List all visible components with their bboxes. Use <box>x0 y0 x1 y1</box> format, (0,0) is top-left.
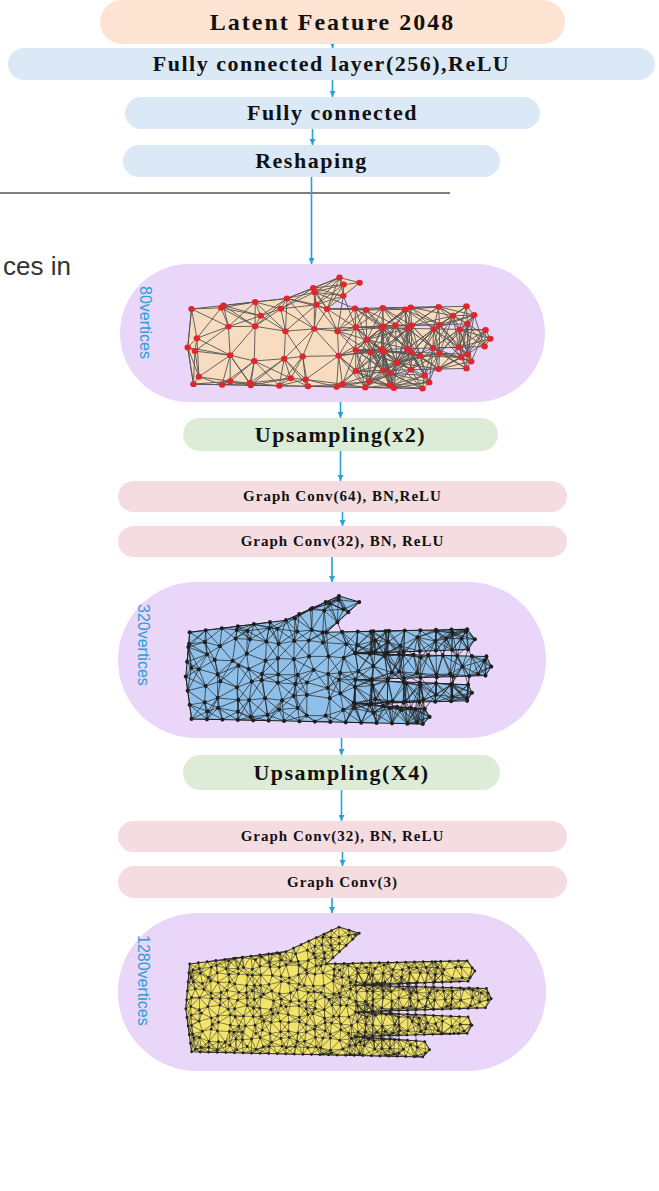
mesh-stage: 1280vertices <box>118 913 546 1071</box>
flow-arrow <box>340 451 342 481</box>
layer-label: Graph Conv(3) <box>287 874 398 891</box>
graph-conv-pill: Graph Conv(32), BN, ReLU <box>118 526 567 557</box>
layer-label: Graph Conv(32), BN, ReLU <box>241 828 445 845</box>
flow-arrow <box>342 852 344 866</box>
layer-label: Fully connected <box>247 100 418 126</box>
flow-arrow <box>341 738 343 755</box>
layer-label: Graph Conv(32), BN, ReLU <box>241 533 445 550</box>
hand-mesh-80 <box>182 274 497 392</box>
mesh-vertices <box>184 926 492 1059</box>
fc-layer-pill: Fully connected <box>125 97 540 129</box>
graph-conv-pill: Graph Conv(32), BN, ReLU <box>118 821 567 852</box>
fc-layer-pill: Fully connected layer(256),ReLU <box>8 48 655 80</box>
hand-outline <box>188 277 491 388</box>
vertex-count-label: 1280vertices <box>134 935 152 1026</box>
vertex-count-label: 320vertices <box>134 604 152 686</box>
mesh-stage: 320vertices <box>118 582 546 738</box>
hand-mesh-320 <box>180 592 498 728</box>
upsampling-pill: Upsampling(X4) <box>183 755 500 790</box>
vertex-count-label: 80vertices <box>136 286 154 359</box>
input-pill: Latent Feature 2048 <box>100 0 565 44</box>
slide-fragment-text: ces in <box>3 251 71 282</box>
layer-label: Latent Feature 2048 <box>210 9 456 36</box>
mesh-vertices <box>184 594 494 726</box>
layer-label: Graph Conv(64), BN,ReLU <box>243 488 442 505</box>
hand-mesh-1280 <box>180 923 498 1061</box>
graph-conv-pill: Graph Conv(3) <box>118 866 567 898</box>
divider-line <box>0 192 450 194</box>
flow-arrow <box>331 557 333 582</box>
hand-outline <box>186 927 491 1057</box>
flow-arrow <box>331 898 333 913</box>
hand-outline <box>186 596 491 724</box>
layer-label: Upsampling(X4) <box>253 760 429 786</box>
flow-arrow <box>332 80 334 97</box>
flow-arrow <box>341 790 343 821</box>
mesh-edges <box>186 596 491 724</box>
flow-arrow <box>340 402 342 418</box>
mesh-vertices <box>184 275 493 392</box>
layer-label: Fully connected layer(256),ReLU <box>153 51 511 77</box>
reshape-pill: Reshaping <box>123 145 500 177</box>
flow-arrow <box>312 129 314 145</box>
mesh-edges <box>186 927 491 1057</box>
layer-label: Reshaping <box>255 148 368 174</box>
layer-label: Upsampling(x2) <box>255 422 426 448</box>
flow-arrow <box>342 512 344 526</box>
mesh-edges <box>188 277 491 388</box>
upsampling-pill: Upsampling(x2) <box>183 418 498 451</box>
graph-conv-pill: Graph Conv(64), BN,ReLU <box>118 481 567 512</box>
flow-arrow <box>311 177 313 264</box>
mesh-stage: 80vertices <box>120 264 545 402</box>
